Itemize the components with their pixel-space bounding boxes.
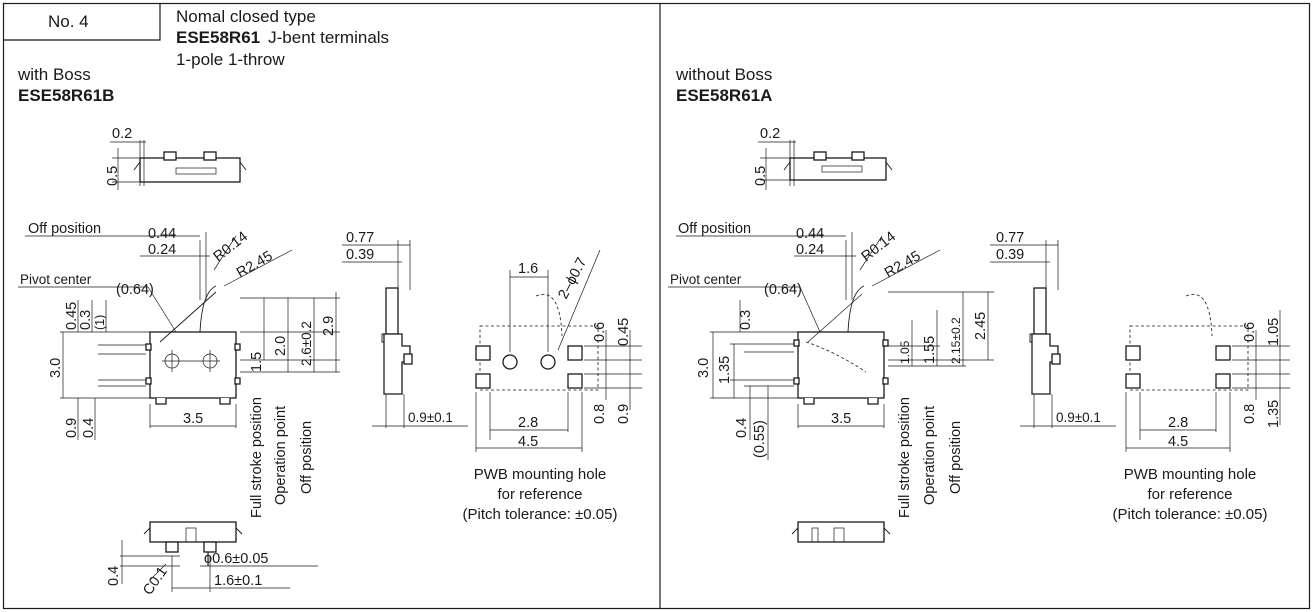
left-pwb-2.8: 2.8 — [518, 415, 538, 431]
right-dim-0.24: 0.24 — [796, 242, 824, 258]
left-dim-1.6: 1.6±0.1 — [214, 573, 262, 589]
left-dim-0.2: 0.2 — [112, 126, 132, 142]
part-code-line: ESE58R61 J-bent terminals — [176, 28, 389, 47]
left-dim-0.3: 0.3 — [78, 310, 94, 330]
left-top-view — [110, 140, 247, 190]
left-pwb-phi0.7: 2–ϕ0.7 — [555, 255, 590, 302]
left-main-view — [18, 232, 340, 440]
right-side-0.77: 0.77 — [996, 230, 1024, 246]
left-pwb-caption-2: for reference — [497, 486, 582, 503]
left-dim-1: (1) — [93, 315, 107, 330]
right-dim-0.3: 0.3 — [738, 310, 754, 330]
right-side-view — [990, 240, 1116, 428]
left-pivot-center: Pivot center — [20, 272, 92, 287]
left-dim-2.0: 2.0 — [273, 336, 289, 356]
right-top-view — [758, 140, 893, 190]
right-side-0.9: 0.9±0.1 — [1056, 410, 1101, 425]
right-dim-r2.45: R2.45 — [882, 248, 924, 281]
left-pwb-0.8: 0.8 — [592, 404, 608, 424]
right-side-0.39: 0.39 — [996, 247, 1024, 263]
left-off-position: Off position — [28, 221, 101, 237]
left-dim-3.0: 3.0 — [48, 358, 64, 378]
left-dim-0.4: 0.4 — [81, 418, 97, 438]
left-dim-0.24: 0.24 — [148, 242, 176, 258]
right-dim-0.64: (0.64) — [764, 282, 802, 298]
left-pwb-0.6: 0.6 — [592, 322, 608, 342]
right-dim-1.05: 1.05 — [898, 340, 912, 364]
right-pwb-1.05: 1.05 — [1266, 318, 1282, 346]
right-dim-0.44: 0.44 — [796, 226, 824, 242]
number-label: No. 4 — [48, 12, 89, 31]
left-operation-point: Operation point — [273, 406, 289, 505]
right-dim-2.15: 2.15±0.2 — [949, 317, 963, 364]
right-operation-point: Operation point — [922, 406, 938, 505]
right-main-view — [668, 232, 994, 460]
number-box — [3, 3, 161, 41]
type-title: Nomal closed type — [176, 7, 316, 26]
right-dim-0.2: 0.2 — [760, 126, 780, 142]
right-pwb-pattern — [1125, 294, 1290, 452]
pole-throw: 1-pole 1-throw — [176, 50, 285, 69]
left-dim-2.6: 2.6±0.2 — [299, 321, 314, 366]
left-full-stroke: Full stroke position — [249, 397, 265, 518]
left-pwb-caption-3: (Pitch tolerance: ±0.05) — [463, 506, 618, 523]
left-dim-r2.45: R2.45 — [234, 248, 276, 281]
right-off-position: Off position — [678, 221, 751, 237]
left-variant-label: with Boss — [17, 65, 91, 84]
left-dim-3.5: 3.5 — [183, 411, 203, 427]
left-side-0.39: 0.39 — [346, 247, 374, 263]
right-bottom-view — [791, 521, 891, 543]
left-dim-r0.14: R0.14 — [211, 229, 251, 265]
right-dim-0.5: 0.5 — [753, 166, 769, 186]
left-dim-phi0.6: ϕ0.6±0.05 — [204, 551, 268, 567]
left-dim-1.5: 1.5 — [249, 352, 265, 372]
left-side-0.77: 0.77 — [346, 230, 374, 246]
right-pwb-4.5: 4.5 — [1168, 434, 1188, 450]
left-pwb-4.5: 4.5 — [518, 434, 538, 450]
right-dim-1.35: 1.35 — [717, 356, 733, 384]
left-pwb-1.6: 1.6 — [518, 261, 538, 277]
right-pwb-1.35: 1.35 — [1266, 400, 1282, 428]
right-off-position-v: Off position — [948, 421, 964, 494]
left-dim-0.44: 0.44 — [148, 226, 176, 242]
right-dim-0.55: (0.55) — [752, 420, 768, 458]
left-side-0.9: 0.9±0.1 — [408, 410, 453, 425]
right-pwb-0.6: 0.6 — [1242, 322, 1258, 342]
left-pwb-caption-1: PWB mounting hole — [474, 466, 607, 483]
left-dim-c0.4: 0.4 — [106, 566, 122, 586]
right-dim-3.0: 3.0 — [696, 358, 712, 378]
left-dim-0.5: 0.5 — [105, 166, 121, 186]
terminal-type: J-bent terminals — [268, 28, 389, 47]
right-pwb-caption-2: for reference — [1147, 486, 1232, 503]
right-variant-label: without Boss — [675, 65, 772, 84]
right-dim-r0.14: R0.14 — [859, 229, 899, 265]
left-pwb-0.45: 0.45 — [616, 318, 632, 346]
left-part-number: ESE58R61B — [18, 86, 114, 105]
left-dim-0.45: 0.45 — [64, 302, 80, 330]
right-full-stroke: Full stroke position — [897, 397, 913, 518]
left-dim-0.64: (0.64) — [116, 282, 154, 298]
right-pivot-center: Pivot center — [670, 272, 742, 287]
right-dim-0.4: 0.4 — [734, 418, 750, 438]
right-dim-1.55: 1.55 — [922, 336, 938, 364]
right-dim-3.5: 3.5 — [831, 411, 851, 427]
right-part-number: ESE58R61A — [676, 86, 772, 105]
left-side-view — [342, 240, 468, 428]
right-pwb-caption-1: PWB mounting hole — [1124, 466, 1257, 483]
left-off-position-v: Off position — [299, 421, 315, 494]
left-bottom-view — [120, 521, 318, 592]
right-dim-2.45: 2.45 — [973, 312, 989, 340]
right-pwb-0.8: 0.8 — [1242, 404, 1258, 424]
right-pwb-2.8: 2.8 — [1168, 415, 1188, 431]
left-pwb-pattern — [475, 249, 642, 452]
right-pwb-caption-3: (Pitch tolerance: ±0.05) — [1113, 506, 1268, 523]
left-dim-2.9: 2.9 — [321, 316, 337, 336]
left-dim-0.9: 0.9 — [64, 418, 80, 438]
left-pwb-0.9: 0.9 — [616, 404, 632, 424]
left-dim-c0.1: C0.1 — [140, 564, 171, 598]
part-code: ESE58R61 — [176, 28, 260, 47]
